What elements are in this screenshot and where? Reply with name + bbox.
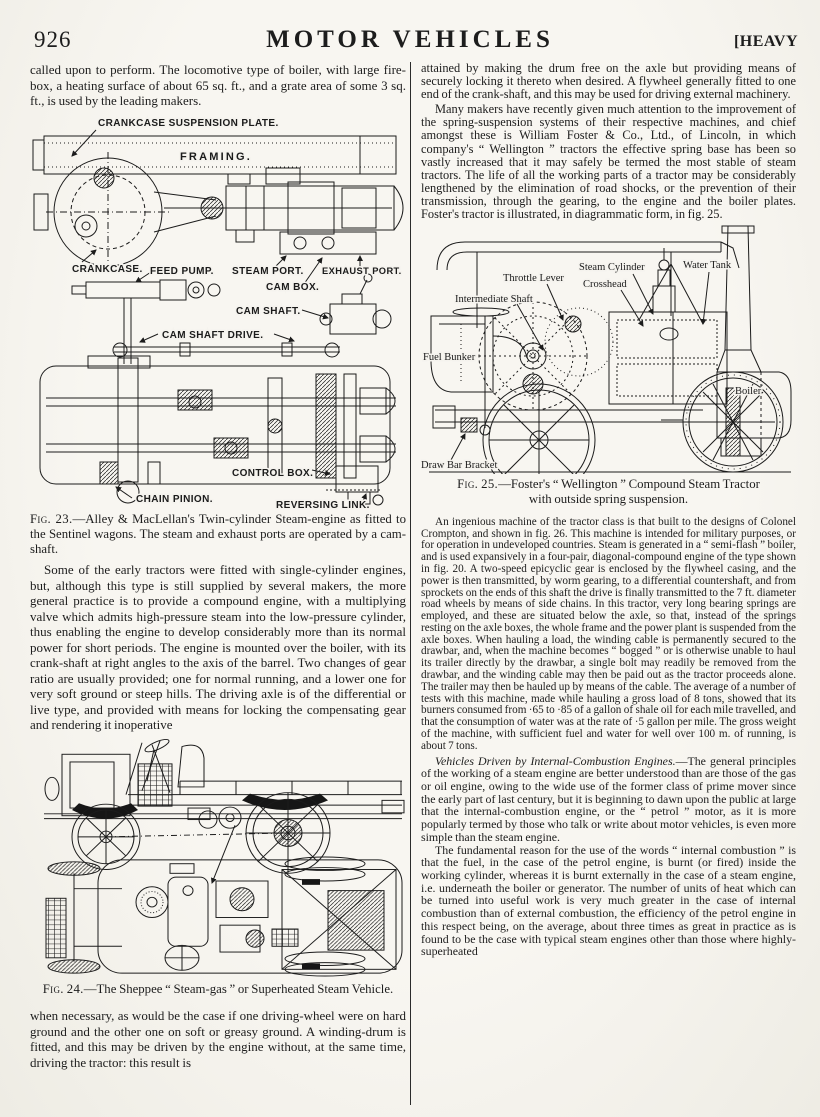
fig23-label-control-box: CONTROL BOX.: [232, 468, 313, 479]
fig23-labels: CRANKCASE SUSPENSION PLATE. FRAMING. CRA…: [71, 116, 403, 510]
fig23-label-reversing-link: REVERSING LINK.: [276, 500, 370, 510]
figure-24: Fig. 24.—The Sheppee “ Steam-gas ” or Su…: [30, 737, 406, 997]
fig25-label-steam-cylinder: Steam Cylinder: [579, 262, 645, 273]
fig23-label-exhaust-port: EXHAUST PORT.: [322, 266, 402, 276]
figure-23-caption: Fig. 23.—Alley & MacLellan's Twin-cylind…: [30, 512, 406, 558]
fig23-label-chain-pinion: CHAIN PINION.: [136, 494, 213, 505]
paragraph-continuation: when necessary, as would be the case if …: [30, 1008, 406, 1070]
section-lead-internal-combustion: Vehicles Driven by Internal-Combustion E…: [435, 753, 676, 768]
fig23-label-steam-port: STEAM PORT.: [232, 266, 304, 277]
left-column: called upon to perform. The locomotive t…: [30, 62, 406, 1070]
figure-24-caption-text: —The Sheppee “ Steam-gas ” or Superheate…: [83, 981, 394, 996]
fig25-steam-tractor-drawing: Throttle Lever Steam Cylinder Crosshead …: [421, 225, 792, 475]
fig25-label-crosshead: Crosshead: [583, 279, 627, 290]
figure-23-caption-prefix: Fig. 23.: [30, 511, 73, 526]
fig23-label-framing: FRAMING.: [180, 151, 252, 163]
fig25-linework: [429, 225, 792, 475]
paragraph-with-section-lead: Vehicles Driven by Internal-Combustion E…: [421, 753, 797, 844]
paragraph: An ingenious machine of the tractor clas…: [421, 515, 796, 752]
figure-23: CRANKCASE SUSPENSION PLATE. FRAMING. CRA…: [30, 112, 406, 558]
paragraph-continuation: called upon to perform. The locomotive t…: [30, 62, 406, 108]
fig23-label-feed-pump: FEED PUMP.: [150, 266, 214, 277]
fig23-linework: [32, 129, 404, 505]
page-number: 926: [34, 27, 72, 52]
running-header-right: [HEAVY: [733, 33, 798, 50]
fig24-linework: [44, 738, 405, 977]
fig25-label-water-tank: Water Tank: [683, 260, 732, 271]
fig23-label-cam-box: CAM BOX.: [266, 282, 319, 293]
figure-23-caption-text: —Alley & MacLellan's Twin-cylinder Steam…: [30, 511, 406, 557]
paragraph: The fundamental reason for the use of th…: [421, 842, 796, 959]
figure-25-caption: Fig. 25.—Foster's “ Wellington ” Compoun…: [421, 477, 796, 508]
figure-24-caption: Fig. 24.—The Sheppee “ Steam-gas ” or Su…: [30, 982, 406, 997]
right-column: attained by making the drum free on the …: [421, 61, 797, 959]
figure-25-caption-prefix: Fig. 25.: [457, 477, 499, 492]
fig25-label-throttle-lever: Throttle Lever: [503, 273, 564, 284]
page-title: MOTOR VEHICLES: [266, 26, 554, 53]
fig25-label-intermediate-shaft: Intermediate Shaft: [455, 294, 533, 305]
figure-25-caption-line1: Fig. 25.—Foster's “ Wellington ” Compoun…: [421, 477, 796, 492]
figure-25-caption-text: —Foster's “ Wellington ” Compound Steam …: [498, 477, 760, 492]
figure-25-caption-line2: with outside spring suspension.: [528, 492, 689, 507]
figure-25: Throttle Lever Steam Cylinder Crosshead …: [421, 224, 796, 508]
fig25-label-fuel-bunker: Fuel Bunker: [423, 352, 476, 363]
fig23-steam-engine-drawing: CRANKCASE SUSPENSION PLATE. FRAMING. CRA…: [32, 116, 404, 510]
fig23-label-cam-shaft-drive: CAM SHAFT DRIVE.: [162, 330, 263, 341]
paragraph: Many makers have recently given much att…: [421, 102, 796, 222]
paragraph-continuation: attained by making the drum free on the …: [421, 61, 796, 102]
fig25-label-boiler: Boiler: [735, 386, 762, 397]
fig23-label-crankcase: CRANKCASE.: [72, 264, 143, 275]
fig25-labels: Throttle Lever Steam Cylinder Crosshead …: [421, 259, 763, 473]
fig25-label-draw-bar-bracket: Draw Bar Bracket: [421, 460, 497, 471]
column-divider: [410, 62, 412, 1105]
fig23-label-crankcase-suspension-plate: CRANKCASE SUSPENSION PLATE.: [98, 118, 279, 129]
paragraph: Some of the early tractors were fitted w…: [30, 562, 406, 733]
fig24-steam-vehicle-drawing: [44, 738, 405, 977]
paragraph-text: —The general principles of the working o…: [421, 753, 797, 844]
figure-24-caption-prefix: Fig. 24.: [42, 981, 84, 996]
fig23-label-cam-shaft: CAM SHAFT.: [236, 306, 301, 317]
